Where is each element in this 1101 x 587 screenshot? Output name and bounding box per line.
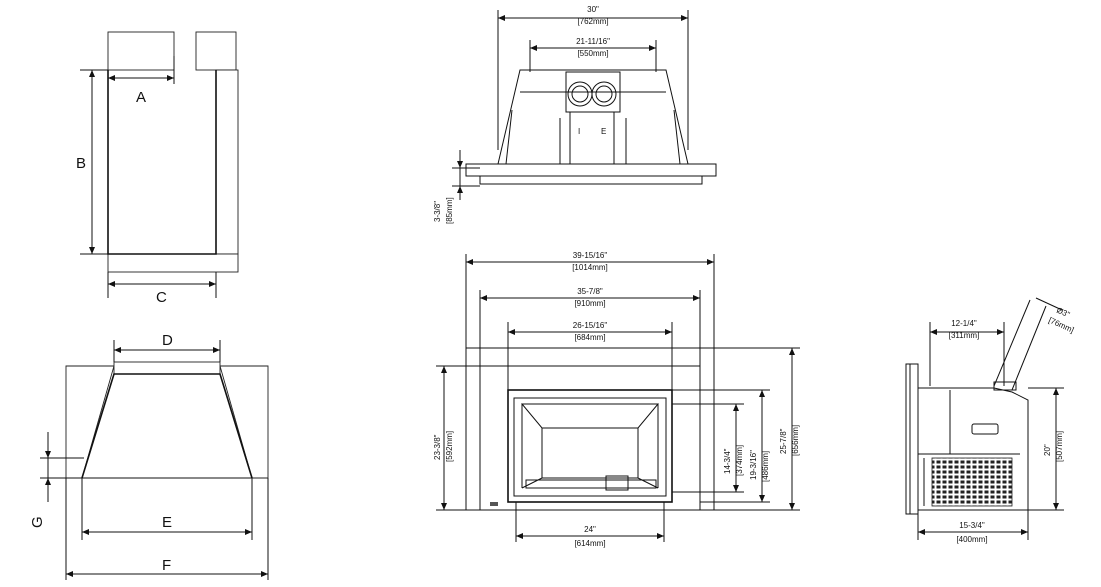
front-surround-height: 25-7/8" <box>779 428 788 454</box>
top-body-outline <box>497 69 689 165</box>
side-flue-diameter-mm: [76mm] <box>1047 316 1075 335</box>
side-flue-diameter: Ø3" <box>1055 306 1071 320</box>
top-left-brick-section <box>107 31 175 71</box>
side-louver-grille <box>931 457 1013 507</box>
front-opening-top-width-mm: [684mm] <box>574 333 605 342</box>
front-surround-width: 39-15/16" <box>573 251 608 260</box>
label-g: G <box>29 516 46 528</box>
top-overall-width: 30" <box>587 5 599 14</box>
front-opening-top-width: 26-15/16" <box>573 321 608 330</box>
surround-outline <box>465 347 715 511</box>
right-brick-wall <box>219 365 269 479</box>
front-firebox-height: 19-3/16" <box>749 450 758 480</box>
top-right-brick-section <box>195 31 237 71</box>
front-frame-width-mm: [910mm] <box>574 299 605 308</box>
top-overall-width-mm: [762mm] <box>577 17 608 26</box>
front-view-diagram: 39-15/16" [1014mm] 35-7/8" [910mm] 26-15… <box>433 251 800 548</box>
tapered-opening-diagram: D E F G <box>29 332 269 580</box>
side-flue-offset-mm: [311mm] <box>949 331 980 340</box>
label-d: D <box>162 332 173 349</box>
front-frame-height: 23-3/8" <box>433 434 442 460</box>
front-opening-height: 14-3/4" <box>723 448 732 474</box>
valve-icon <box>605 475 629 491</box>
side-height: 20" <box>1043 444 1052 456</box>
front-frame-width: 35-7/8" <box>577 287 603 296</box>
tapered-outline <box>81 373 253 479</box>
rectangular-opening-diagram: A B C <box>76 31 239 306</box>
top-inner-width: 21-11/16" <box>576 37 610 46</box>
top-flange <box>465 163 717 177</box>
side-handle <box>971 423 999 435</box>
top-inner-width-mm: [550mm] <box>577 49 608 58</box>
front-surround-height-mm: [656mm] <box>791 425 800 456</box>
firebox-back-top <box>520 403 660 429</box>
front-bottom-width: 24" <box>584 525 596 534</box>
exhaust-collar-icon <box>591 81 617 107</box>
bottom-brick-section <box>107 253 239 273</box>
burner-tray <box>525 479 657 489</box>
collar-label-exhaust: E <box>601 127 606 136</box>
side-height-mm: [507mm] <box>1055 431 1064 462</box>
flue-pipe <box>993 299 1047 391</box>
label-f: F <box>162 557 171 574</box>
front-firebox-height-mm: [486mm] <box>761 451 770 482</box>
front-opening-height-mm: [374mm] <box>735 445 744 476</box>
side-view-diagram: 12-1/4" [311mm] Ø3" [76mm] 20" [507mm] 1… <box>905 297 1075 544</box>
top-view-diagram: 30" [762mm] 21-11/16" [550mm] I E 3-3/8"… <box>433 5 717 224</box>
side-depth: 15-3/4" <box>959 521 985 530</box>
firebox-glass <box>513 397 667 497</box>
label-b: B <box>76 155 86 172</box>
side-depth-mm: [400mm] <box>956 535 987 544</box>
side-surround-panel <box>905 363 919 515</box>
label-e: E <box>162 514 172 531</box>
right-wall-brick-section <box>215 69 239 255</box>
top-brick-row <box>113 361 221 375</box>
top-depth-mm: [85mm] <box>445 197 454 224</box>
opening-outline <box>107 70 217 255</box>
label-c: C <box>156 289 167 306</box>
front-frame-height-mm: [592mm] <box>445 431 454 462</box>
logo-badge <box>490 502 498 506</box>
label-a: A <box>136 89 146 106</box>
left-brick-wall <box>65 365 115 479</box>
front-surround-width-mm: [1014mm] <box>572 263 608 272</box>
frame-outline <box>479 365 701 511</box>
front-bottom-width-mm: [614mm] <box>574 539 605 548</box>
top-depth: 3-3/8" <box>433 201 442 222</box>
collar-label-intake: I <box>578 127 580 136</box>
side-flue-offset: 12-1/4" <box>951 319 977 328</box>
firebox-outer <box>507 389 673 503</box>
